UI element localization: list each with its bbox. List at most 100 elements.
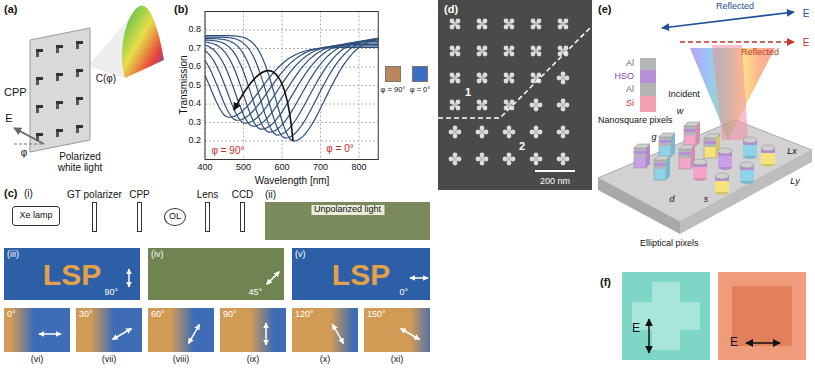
particle-lobe bbox=[483, 73, 488, 78]
particle-lobe bbox=[534, 99, 539, 104]
si-layer bbox=[640, 96, 656, 112]
particle-lobe bbox=[531, 73, 536, 78]
nanoparticle bbox=[477, 100, 488, 111]
particle-lobe bbox=[483, 25, 488, 30]
panel-letter: (b) bbox=[174, 3, 188, 15]
particle-lobe bbox=[537, 46, 542, 51]
pixel-block bbox=[76, 100, 79, 105]
particle-lobe bbox=[510, 73, 515, 78]
panel-label: (x) bbox=[320, 355, 331, 365]
panel-letter: (c) bbox=[4, 187, 17, 199]
element-label: CCD bbox=[232, 189, 254, 200]
particle-lobe bbox=[450, 19, 455, 24]
pixel-block bbox=[56, 76, 59, 81]
photo-panel: (iii)LSP90° bbox=[4, 248, 140, 300]
al-band bbox=[679, 155, 691, 158]
reference-line bbox=[14, 144, 44, 145]
particle-lobe bbox=[561, 126, 566, 131]
nanoparticle bbox=[530, 99, 543, 112]
dimension-label: Ly bbox=[790, 177, 799, 187]
particle-lobe bbox=[477, 46, 482, 51]
transmission-curve bbox=[205, 40, 378, 132]
angle-label: 150° bbox=[367, 310, 386, 320]
particle-lobe bbox=[477, 73, 482, 78]
al-band bbox=[684, 132, 696, 135]
box-label: Xe lamp bbox=[19, 211, 52, 221]
square-pillar bbox=[704, 134, 720, 158]
panel-label: (ii) bbox=[265, 189, 276, 200]
particle-lobe bbox=[534, 126, 539, 131]
swatch-label: φ = 0° bbox=[410, 86, 431, 94]
nanoparticle bbox=[531, 46, 542, 57]
particle-lobe bbox=[456, 79, 461, 84]
pixel-block bbox=[76, 97, 83, 100]
elliptical-pillar bbox=[761, 145, 775, 167]
panel-letter: (f) bbox=[600, 276, 611, 288]
beam-label: Incident bbox=[668, 90, 700, 100]
particle-lobe bbox=[564, 19, 569, 24]
elliptical-pillar bbox=[743, 137, 757, 159]
panel-label: (viii) bbox=[173, 355, 190, 365]
pixel-block bbox=[36, 105, 43, 108]
particle-lobe bbox=[453, 153, 458, 158]
nanoparticle bbox=[531, 19, 542, 30]
pixel-block bbox=[76, 125, 83, 128]
field-arrow bbox=[680, 41, 794, 43]
color-swatch: φ = 0° bbox=[412, 66, 428, 82]
photo-panel: (vii)30° bbox=[76, 308, 142, 352]
particle-lobe bbox=[450, 79, 455, 84]
pixel-block bbox=[76, 72, 79, 77]
photo-panel: (v)LSP0° bbox=[292, 248, 430, 300]
particle-lobe bbox=[449, 130, 454, 135]
particle-lobe bbox=[457, 157, 462, 162]
particle-lobe bbox=[531, 79, 536, 84]
angle-label: 30° bbox=[79, 310, 93, 320]
pixel-block bbox=[36, 133, 43, 136]
nanoparticle bbox=[450, 19, 461, 30]
particle-lobe bbox=[565, 76, 570, 81]
particle-lobe bbox=[504, 52, 509, 57]
color-pixel: E bbox=[718, 272, 806, 360]
particle-lobe bbox=[534, 107, 539, 112]
layer-label: Si bbox=[626, 99, 634, 109]
particle-lobe bbox=[480, 126, 485, 131]
particle-lobe bbox=[450, 100, 455, 105]
pattern-text: LSP bbox=[332, 258, 390, 291]
nanoparticle bbox=[530, 126, 543, 139]
pillar-top bbox=[715, 173, 729, 179]
particle-lobe bbox=[534, 153, 539, 158]
tick-label: 0.3 bbox=[188, 118, 201, 128]
metasurface-illustration bbox=[598, 12, 812, 234]
panel-caption: Unpolarized light bbox=[311, 205, 384, 215]
particle-lobe bbox=[484, 130, 489, 135]
light-label: Polarized white light bbox=[49, 151, 111, 173]
nanoparticle bbox=[450, 46, 461, 57]
panel-label: (ix) bbox=[247, 355, 260, 365]
particle-lobe bbox=[477, 25, 482, 30]
tick-label: 0.8 bbox=[188, 25, 201, 35]
particle-lobe bbox=[565, 130, 570, 135]
particle-lobe bbox=[538, 157, 543, 162]
particle-lobe bbox=[457, 130, 462, 135]
pillar-top bbox=[704, 134, 720, 138]
color-pixel: E bbox=[622, 272, 710, 360]
axis-title: Wavelength [nm] bbox=[255, 175, 330, 186]
tick-label: 0.4 bbox=[188, 99, 201, 109]
particle-lobe bbox=[564, 25, 569, 30]
nanoparticle bbox=[503, 126, 516, 139]
dimension-label: d bbox=[669, 195, 674, 205]
particle-lobe bbox=[480, 153, 485, 158]
photo-panel: (x)120° bbox=[292, 308, 358, 352]
al-layer bbox=[640, 58, 656, 70]
pixel-block bbox=[36, 52, 39, 57]
particle-lobe bbox=[557, 103, 562, 108]
region-number: 1 bbox=[465, 86, 471, 98]
particle-lobe bbox=[530, 103, 535, 108]
pillar-top bbox=[634, 144, 650, 148]
panel-label: (iii) bbox=[7, 250, 19, 260]
nanoparticle bbox=[557, 126, 570, 139]
particle-lobe bbox=[507, 161, 512, 166]
color-swatch: φ = 90° bbox=[385, 66, 401, 82]
particle-lobe bbox=[530, 157, 535, 162]
